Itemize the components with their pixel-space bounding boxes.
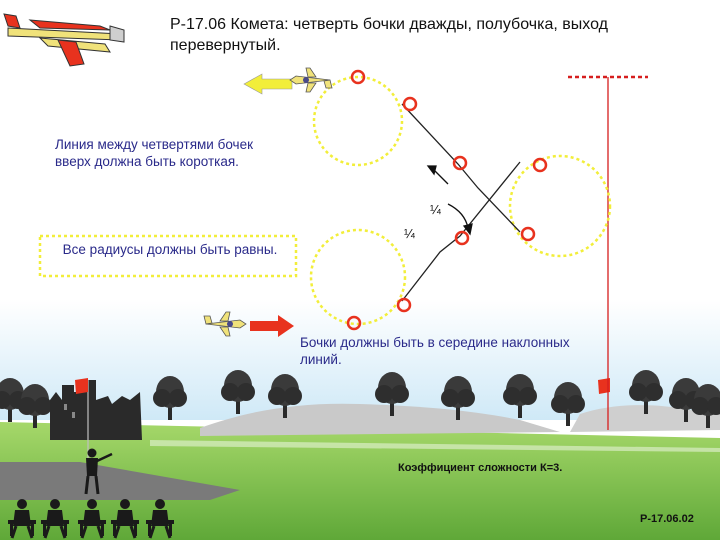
pilot-icon	[84, 448, 113, 495]
diagonal-lines	[401, 103, 521, 302]
short-line-note: Линия между четвертями бочек вверх должн…	[55, 137, 253, 169]
hill	[200, 403, 560, 436]
page-title: P-17.06 Комета: четверть бочки дважды, п…	[170, 16, 608, 54]
header-plane-icon	[3, 13, 125, 67]
quarter-roll-label: ¼	[430, 202, 441, 217]
flag-icon	[598, 378, 610, 394]
centerline	[568, 75, 648, 430]
figure-code: P-17.06.02	[640, 513, 694, 525]
grass-field	[0, 422, 720, 540]
castle-ruin-icon	[50, 380, 142, 440]
entry-arrow-icon	[250, 315, 294, 337]
coefficient-label: Коэффициент сложности К=3.	[398, 462, 563, 474]
equal-radii-note: Все радиусы должны быть равны.	[62, 242, 278, 257]
rolls-middle-note: Бочки должны быть в середине наклонных л…	[300, 335, 570, 367]
pilot-plane-icon	[289, 67, 333, 93]
roll-marker-icon	[346, 69, 548, 331]
note-box	[38, 234, 298, 278]
exit-arrow-icon	[243, 73, 293, 95]
roll-arrow-icon	[426, 165, 473, 236]
figure-path	[309, 75, 612, 326]
quarter-roll-label: ¼	[404, 226, 415, 241]
runway	[0, 462, 240, 500]
